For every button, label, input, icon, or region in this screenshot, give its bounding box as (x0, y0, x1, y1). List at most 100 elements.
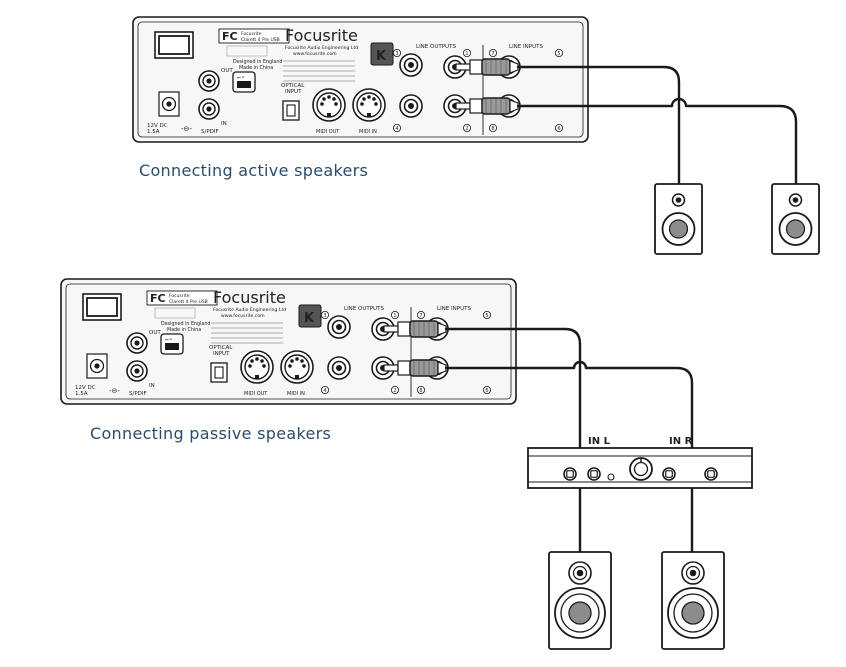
interface-top-spdif-in-pin (206, 106, 212, 112)
interface-bottom-num-2: 2 (393, 388, 396, 394)
interface-bottom-midi-out (240, 350, 274, 384)
interface-top-num-4: 4 (395, 126, 398, 132)
active-speaker-right-woofer-cone (785, 219, 806, 239)
interface-bottom-midi-in-key (295, 375, 299, 379)
interface-top-model-line2: Clarett 4 Pre USB (241, 37, 280, 43)
amp-knob-4-cap (707, 470, 715, 478)
interface-bottom-midi-in-pin (302, 364, 306, 368)
cable-active-right (516, 97, 798, 186)
amp-in-l-label: IN L (588, 436, 611, 447)
interface-bottom-dc-rating-1: 12V DC (75, 385, 96, 391)
interface-bottom-midi-in-pin (300, 359, 304, 363)
interface-top-midi-out-pin (327, 95, 331, 99)
interface-bottom-model-line1: Focusrite (169, 293, 190, 299)
interface-bottom-designed: Designed in England (161, 321, 210, 327)
interface-bottom-inner-frame (65, 283, 512, 400)
passive-speaker-left-tweeter-dome (576, 569, 584, 577)
interface-bottom-num-8: 8 (419, 388, 422, 394)
interface-bottom-line-out-3 (327, 315, 351, 339)
interface-bottom-power-switch-rocker (86, 297, 118, 317)
interface-bottom-dc-socket-pin (94, 363, 100, 369)
interface-bottom-num-4: 4 (323, 388, 326, 394)
interface-top-power-switch-rocker (158, 35, 190, 55)
interface-bottom-brand: Focusrite (213, 288, 286, 307)
interface-top-company: Focusrite Audio Engineering Ltd (285, 45, 358, 51)
interface-top-fc-logo: FC (222, 30, 238, 43)
interface-top-line-out-4 (399, 94, 423, 118)
bottom-plug-out2-collar (397, 360, 411, 376)
interface-top-line-outputs-label: LINE OUTPUTS (416, 44, 456, 50)
interface-top-midi-in-pin (374, 102, 378, 106)
interface-bottom-num-8-ring (416, 386, 425, 395)
interface-top-num-1: 1 (465, 51, 468, 57)
interface-top-num-3-ring (392, 49, 401, 58)
interface-bottom-line-inputs-label: LINE INPUTS (437, 306, 471, 312)
interface-top-num-7-ring (488, 49, 497, 58)
interface-bottom-line-outputs-label: LINE OUTPUTS (344, 306, 384, 312)
interface-top-midi-in-label: MIDI IN (359, 129, 377, 135)
passive-speaker-left-woofer-cone (568, 601, 592, 625)
interface-bottom-midi-out-label: MIDI OUT (244, 391, 268, 397)
interface-top-num-2-ring (462, 124, 471, 133)
caption-active-speakers: Connecting active speakers (139, 161, 369, 180)
interface-bottom-line-out-4-hole (336, 365, 342, 371)
interface-top-optical-label-1: OPTICAL (281, 83, 305, 89)
amp-knob-1 (563, 467, 577, 481)
interface-bottom-num-5-ring (482, 311, 491, 320)
active-speaker-left (654, 183, 703, 255)
interface-top-midi-out-label: MIDI OUT (316, 129, 340, 135)
interface-bottom-model-box (146, 290, 218, 306)
interface-top-dc-rating-2: 1.5A (147, 129, 160, 135)
interface-bottom-made: Made in China (167, 327, 201, 333)
interface-bottom-midi-out-pin (262, 364, 266, 368)
interface-bottom-dc-polarity-icon: -⊖- (109, 387, 120, 395)
passive-speaker-right (661, 551, 725, 650)
bottom-plug-out1-collar (397, 321, 411, 337)
active-speaker-left-tweeter-dome (675, 197, 682, 203)
interface-top-midi-in-pin (367, 95, 371, 99)
interface-top-inner-frame (137, 21, 584, 138)
cable-active-left (516, 65, 681, 186)
interface-top-midi-in-key (367, 113, 371, 117)
interface-top-midi-out-pin (322, 97, 326, 101)
interface-top-made: Made in China (239, 65, 273, 71)
top-plug-out2-collar (469, 98, 483, 114)
interface-top-kensington-slot (370, 42, 394, 66)
interface-top-num-3: 3 (395, 51, 398, 57)
interface-bottom-num-7-ring (416, 311, 425, 320)
interface-bottom-spdif-out-pin (134, 340, 140, 346)
interface-top-num-2: 2 (465, 126, 468, 132)
interface-top-usb-port-slot (237, 81, 251, 88)
interface-top-num-8: 8 (491, 126, 494, 132)
bottom-plug-out2 (383, 359, 447, 377)
interface-top-num-8-ring (488, 124, 497, 133)
interface-bottom-midi-out-pin (260, 359, 264, 363)
interface-bottom-midi-out-key (255, 375, 259, 379)
interface-bottom-optical-label-1: OPTICAL (209, 345, 233, 351)
amp-knob-3-cap (665, 470, 673, 478)
top-plug-out1-strain (509, 60, 519, 74)
amp-knob-2-cap (590, 470, 598, 478)
passive-speaker-right-woofer-cone (681, 601, 705, 625)
top-plug-out1 (455, 58, 519, 76)
interface-bottom-usb-port-slot (165, 343, 179, 350)
interface-top-line-out-3-hole (408, 62, 414, 68)
interface-bottom-midi-out-pin (248, 364, 252, 368)
interface-bottom-usb-icon: ⭠⚬ (165, 337, 173, 343)
interface-bottom-midi-in (280, 350, 314, 384)
interface-top-midi-out (312, 88, 346, 122)
amp-volume-knob-cap (633, 461, 649, 477)
amplifier (527, 447, 753, 489)
interface-bottom-line-out-4 (327, 356, 351, 380)
interface-top-designed: Designed in England (233, 59, 282, 65)
interface-top-spdif-label: S/PDIF (201, 129, 219, 135)
interface-top-brand: Focusrite (285, 26, 358, 45)
active-speaker-left-woofer-cone (668, 219, 689, 239)
passive-speaker-right-tweeter-dome (689, 569, 697, 577)
interface-top-line-inputs-label: LINE INPUTS (509, 44, 543, 50)
bottom-plug-out1 (383, 320, 447, 338)
interface-bottom-num-4-ring (320, 386, 329, 395)
